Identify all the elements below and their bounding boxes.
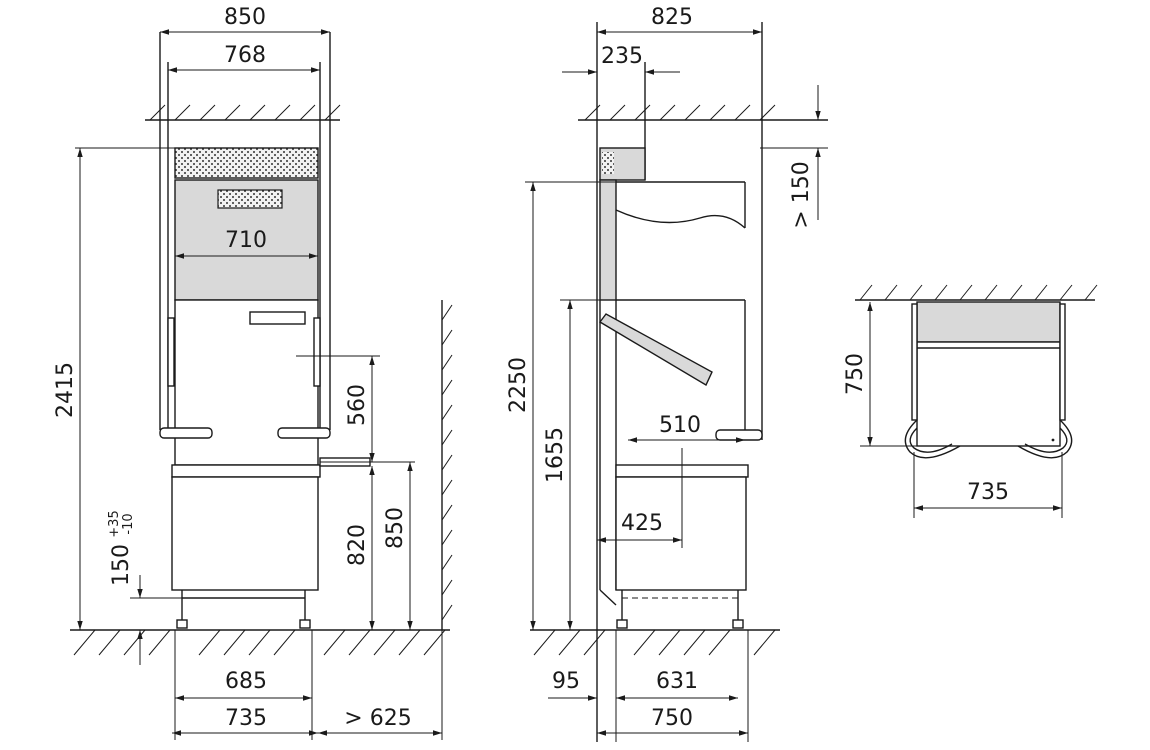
control-panel xyxy=(249,311,306,325)
front-dimensions: 850 768 710 2415 560 820 850 150 +35 -10… xyxy=(53,5,443,740)
ceiling-top xyxy=(855,284,1098,301)
top-right-loop xyxy=(1017,419,1073,459)
hood-vent xyxy=(174,147,319,179)
side-arm xyxy=(598,313,713,386)
side-vent-dots xyxy=(602,152,614,174)
ceiling-side xyxy=(578,104,828,121)
dim-625: > 625 xyxy=(344,706,411,731)
dim-850: 850 xyxy=(224,5,266,30)
front-door xyxy=(174,299,319,466)
front-view xyxy=(159,32,371,629)
top-dimensions: 750 735 xyxy=(843,302,1063,518)
top-left-rail xyxy=(911,303,918,421)
wall-right xyxy=(441,300,453,630)
dim-560: 560 xyxy=(345,384,370,426)
side-dimensions: 825 235 > 150 2250 1655 510 425 95 631 7… xyxy=(506,5,828,742)
dim-1655: 1655 xyxy=(543,427,568,483)
dim-150: 150 xyxy=(109,544,134,586)
dim-820: 820 xyxy=(345,524,370,566)
dim-gt-150: > 150 xyxy=(789,161,814,228)
dim-631: 631 xyxy=(656,669,698,694)
dim-425: 425 xyxy=(621,511,663,536)
hood-label xyxy=(217,189,283,209)
side-column xyxy=(599,179,617,301)
floor-side xyxy=(530,629,780,656)
left-hand-grip xyxy=(159,427,213,439)
dim-750: 750 xyxy=(651,706,693,731)
ceiling-front xyxy=(145,104,341,121)
top-left-loop xyxy=(904,419,961,459)
side-foot-left xyxy=(616,619,628,629)
left-foot xyxy=(176,619,188,629)
dim-685: 685 xyxy=(225,669,267,694)
top-view xyxy=(904,301,1073,459)
side-base xyxy=(615,476,747,591)
dim-825: 825 xyxy=(651,5,693,30)
table-top xyxy=(171,464,321,478)
dim-710: 710 xyxy=(225,228,267,253)
right-handle xyxy=(313,317,321,387)
right-foot xyxy=(299,619,311,629)
dim-850-height: 850 xyxy=(383,507,408,549)
base-cabinet xyxy=(171,476,319,591)
dim-top-735: 735 xyxy=(967,480,1009,505)
side-hand-grip xyxy=(715,429,763,441)
right-hand-grip xyxy=(277,427,331,439)
dim-150-tol-minus: -10 xyxy=(121,513,136,534)
floor-front xyxy=(70,629,450,656)
dim-2415: 2415 xyxy=(53,362,78,418)
left-handle xyxy=(167,317,175,387)
dim-235: 235 xyxy=(601,44,643,69)
dim-510: 510 xyxy=(659,413,701,438)
dim-top-750: 750 xyxy=(843,353,868,395)
top-body xyxy=(916,341,1061,447)
dim-150-tol-plus: +35 xyxy=(107,510,122,537)
dim-768: 768 xyxy=(224,43,266,68)
top-right-rail xyxy=(1059,303,1066,421)
side-foot-right xyxy=(732,619,744,629)
top-hood xyxy=(916,301,1061,343)
dim-735: 735 xyxy=(225,706,267,731)
dim-95: 95 xyxy=(552,669,580,694)
side-view xyxy=(596,22,763,742)
dim-2250: 2250 xyxy=(506,357,531,413)
